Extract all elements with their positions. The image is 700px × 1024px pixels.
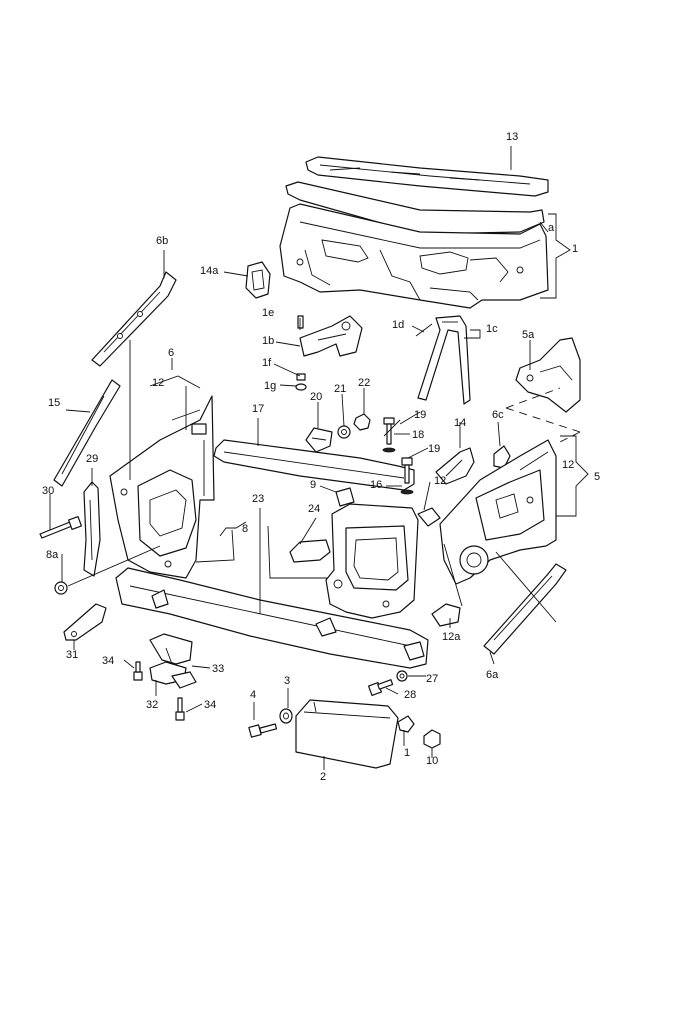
label-6: 6 [168, 347, 174, 359]
label-4: 4 [250, 689, 256, 701]
part-28-bolt [367, 679, 394, 697]
part-20-bracket [305, 427, 333, 453]
label-1d: 1d [392, 319, 404, 331]
label-6c: 6c [492, 409, 504, 421]
part-4-bolt [248, 723, 278, 738]
part-labels: 13 a 1 6b 14a 1e 1d 1c 5a 1b 6 1f 12 20 … [42, 131, 600, 783]
part-21-washer [337, 425, 351, 439]
label-17: 17 [252, 403, 264, 415]
label-6a: 6a [486, 669, 499, 681]
label-12-left: 12 [152, 377, 164, 389]
label-31: 31 [66, 649, 78, 661]
label-8a: 8a [46, 549, 59, 561]
part-3-washer [279, 708, 293, 724]
label-19-top: 19 [414, 409, 426, 421]
label-1a: a [548, 222, 555, 234]
label-1f: 1f [262, 357, 272, 369]
part-9-clip [335, 487, 355, 507]
label-29: 29 [86, 453, 98, 465]
label-3: 3 [284, 675, 290, 687]
part-34-bolt-lower [175, 697, 185, 721]
part-24-bracket [289, 539, 331, 563]
label-23: 23 [252, 493, 264, 505]
label-33: 33 [212, 663, 224, 675]
part-23-bumper-beam [115, 567, 429, 669]
label-12a: 12a [442, 631, 461, 643]
part-14a-grommet [245, 261, 271, 299]
part-1b-bracket [295, 315, 363, 391]
part-1-scuttle-panel [279, 181, 549, 309]
part-32-tow-bracket [149, 633, 193, 685]
part-29-bracket [83, 481, 101, 577]
label-1c: 1c [486, 323, 498, 335]
part-31-bracket [63, 603, 107, 641]
label-5: 5 [594, 471, 600, 483]
part-33-plate [171, 671, 197, 689]
label-32: 32 [146, 699, 158, 711]
part-5-right-housing [439, 439, 557, 585]
part-27-washer [396, 670, 408, 682]
label-18: 18 [412, 429, 424, 441]
part-6b-upper-rail [91, 271, 177, 367]
label-22: 22 [358, 377, 370, 389]
label-5a: 5a [522, 329, 535, 341]
part-1-clip [397, 715, 415, 733]
label-28: 28 [404, 689, 416, 701]
label-15: 15 [48, 397, 60, 409]
label-1: 1 [572, 243, 578, 255]
label-34-top: 34 [102, 655, 114, 667]
part-12-clip [417, 507, 441, 527]
part-18-bolt [382, 417, 396, 453]
label-13: 13 [506, 131, 518, 143]
label-1g: 1g [264, 380, 276, 392]
label-27: 27 [426, 673, 438, 685]
label-12-mid: 12 [434, 475, 446, 487]
label-34-bottom: 34 [204, 699, 216, 711]
part-17-crossmember [213, 439, 415, 491]
label-10: 10 [426, 755, 438, 767]
label-14a: 14a [200, 265, 219, 277]
part-22-nut [353, 413, 371, 431]
part-6-left-housing [109, 395, 215, 579]
part-34-bolt-upper [133, 661, 143, 681]
label-8: 8 [242, 523, 248, 535]
part-8-center-housing [325, 503, 419, 619]
label-24: 24 [308, 503, 320, 515]
label-21: 21 [334, 383, 346, 395]
part-14-bracket [435, 447, 475, 485]
part-6c-clip [493, 445, 511, 469]
part-5a-side-bracket [515, 337, 581, 413]
label-14: 14 [454, 417, 466, 429]
part-13-cowl-strip [305, 156, 549, 197]
part-30-bolt [39, 515, 83, 539]
part-19-bolt [400, 457, 414, 495]
label-12-right: 12 [562, 459, 574, 471]
label-6b: 6b [156, 235, 168, 247]
leader-lines [49, 146, 589, 770]
part-6a-lower-rail [483, 563, 567, 655]
part-15-left-rail [53, 379, 121, 487]
label-19-mid: 19 [428, 443, 440, 455]
label-20: 20 [310, 391, 322, 403]
part-1c-support-bracket [415, 315, 471, 405]
part-12a-clip [431, 603, 461, 627]
part-2-bumper-mount [295, 699, 399, 769]
label-16: 16 [370, 479, 382, 491]
label-1b: 1b [262, 335, 274, 347]
label-1-bottom: 1 [404, 747, 410, 759]
label-1e: 1e [262, 307, 274, 319]
part-8a-nut [54, 581, 68, 595]
part-10-nut [423, 729, 441, 749]
label-2: 2 [320, 771, 326, 783]
label-30: 30 [42, 485, 54, 497]
label-9: 9 [310, 479, 316, 491]
